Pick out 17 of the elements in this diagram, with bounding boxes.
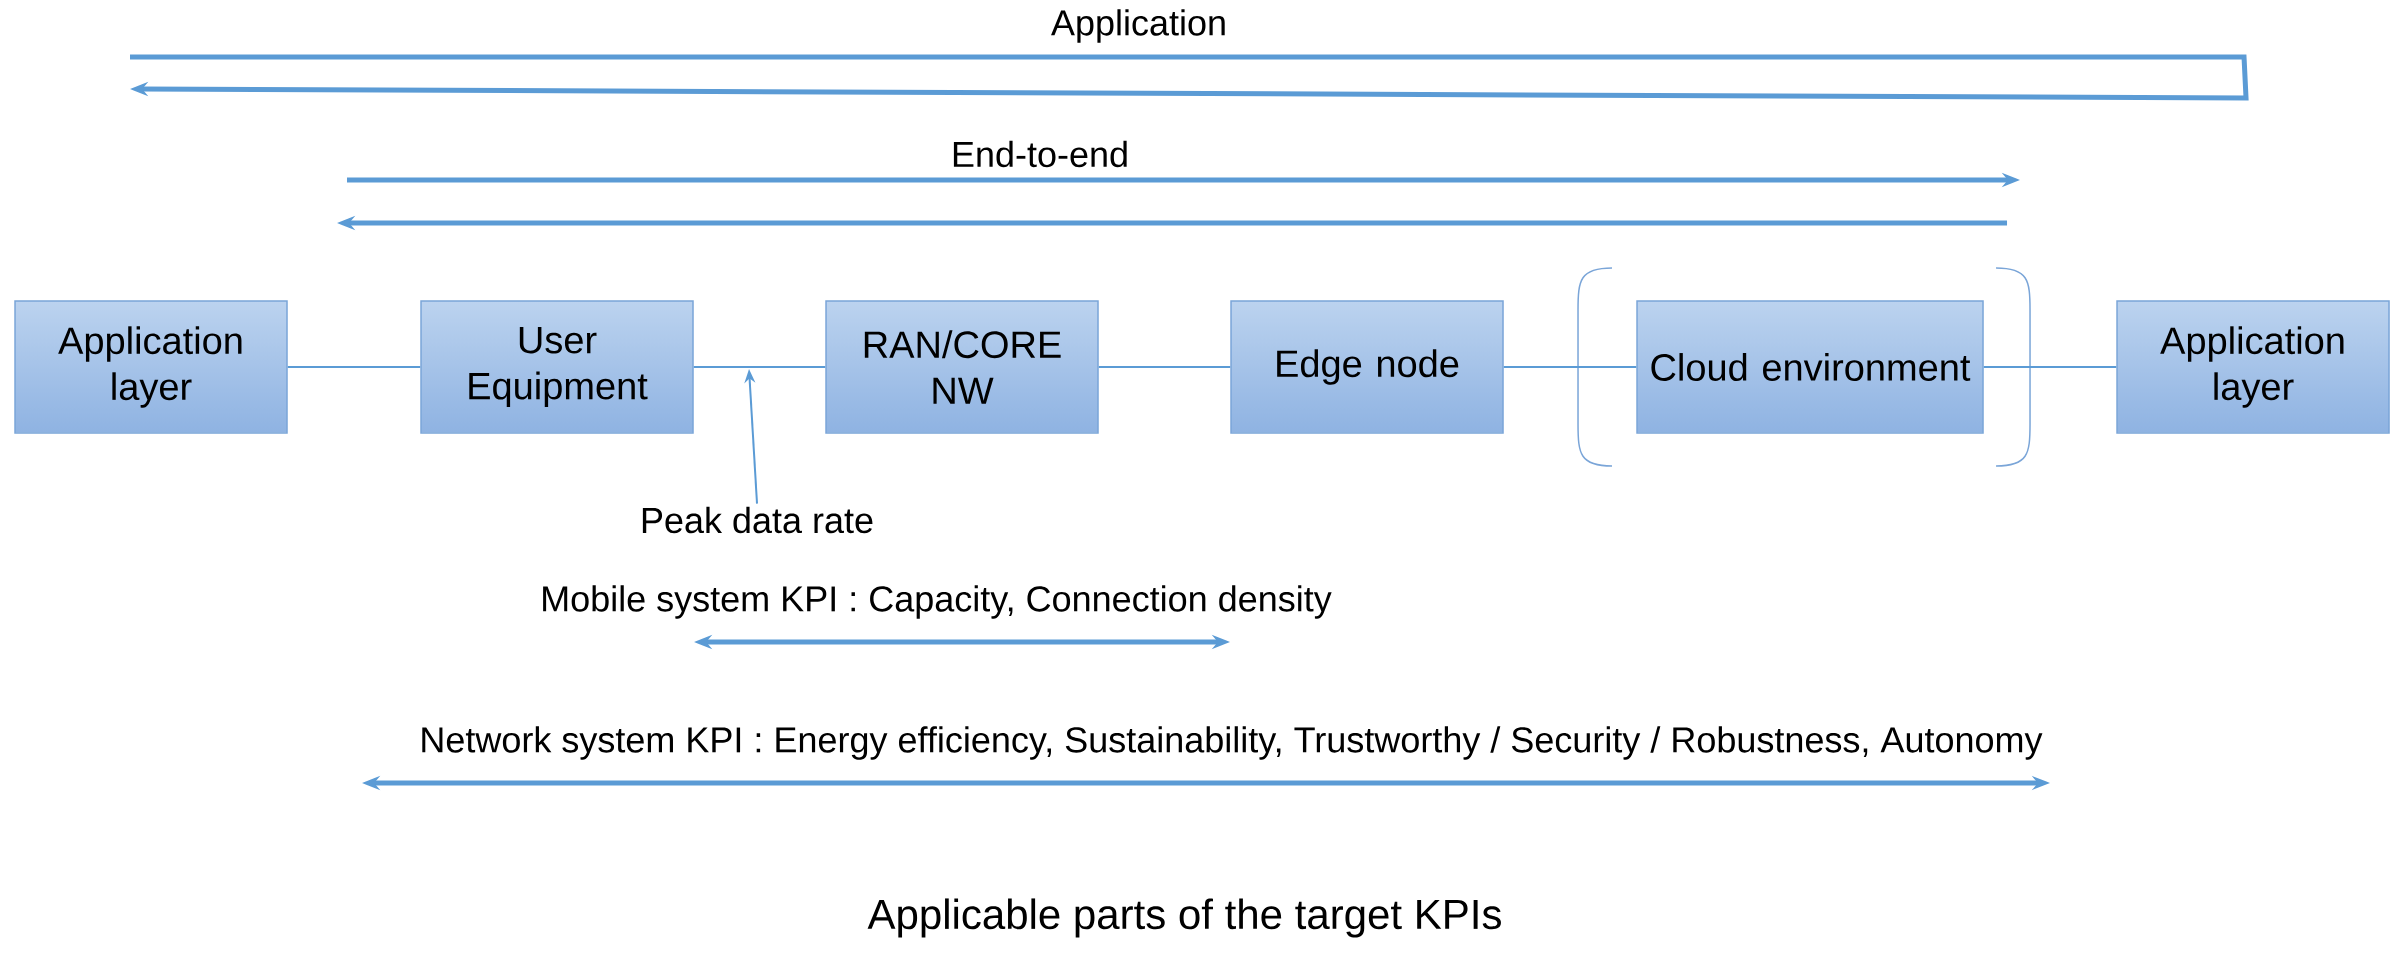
connector-line (1502, 366, 1638, 368)
annotation-text: Peak data rate (642, 506, 873, 534)
process-box: Application layer (2116, 300, 2390, 434)
connector-line (692, 366, 827, 368)
caption: Applicable parts of the target KPIs (867, 898, 1501, 938)
process-box: Application layer (14, 300, 288, 434)
connector-line (286, 366, 422, 368)
span-label: End-to-end (953, 140, 1127, 168)
connector-line (1097, 366, 1232, 368)
process-box: RAN/CORE NW (825, 300, 1099, 434)
process-box: User Equipment (420, 300, 694, 434)
process-box: Cloud environment (1636, 300, 1984, 434)
span-label: Network system KPI : Energy efficiency, Sustainability, Trustworthy / Security / Robustness, Autonomy (422, 726, 2043, 760)
span-label: Mobile system KPI : Capacity, Connection density (543, 585, 1332, 619)
connector-line (1982, 366, 2118, 368)
process-box: Edge node (1230, 300, 1504, 434)
span-label: Application (1051, 9, 1225, 43)
